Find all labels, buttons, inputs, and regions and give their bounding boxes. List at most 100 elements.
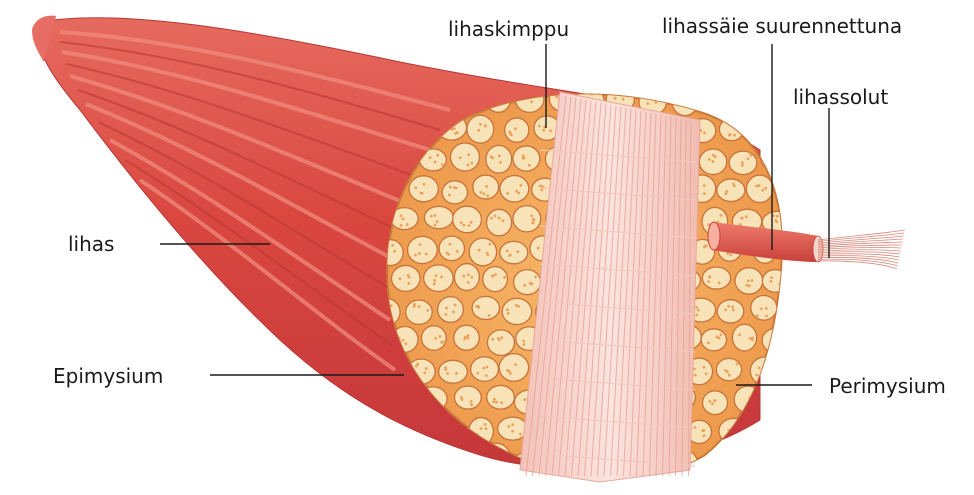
fascicle-cell: [486, 145, 512, 173]
fascicle-dot: [778, 153, 781, 156]
fascicle-dot: [471, 465, 474, 468]
fascicle-cell: [455, 386, 482, 409]
fascicle-cell: [409, 176, 438, 202]
fascicle-dot: [762, 424, 765, 427]
fascicle-dot: [746, 157, 749, 160]
fascicle-dot: [425, 252, 428, 255]
fascicle-cell: [765, 89, 791, 113]
fascicle-dot: [725, 190, 728, 193]
fascicle-cell: [391, 265, 420, 291]
fascicle-dot: [677, 93, 680, 96]
fascicle-dot: [433, 283, 436, 286]
fascicle-dot: [498, 217, 501, 220]
fascicle-dot: [733, 134, 736, 137]
fascicle-dot: [748, 284, 751, 287]
fascicle-dot: [422, 183, 425, 186]
fascicle-dot: [415, 365, 418, 368]
fascicle-dot: [702, 366, 705, 369]
fascicle-dot: [709, 93, 712, 96]
fascicle-dot: [549, 129, 552, 132]
fascicle-dot: [485, 374, 488, 377]
fascicle-dot: [511, 423, 514, 426]
myofibril-strand: [818, 250, 901, 251]
fascicle-dot: [731, 306, 734, 309]
fascicle-dot: [764, 187, 767, 190]
fascicle-dot: [484, 125, 487, 128]
fascicle-dot: [657, 96, 660, 99]
fascicle-dot: [523, 343, 526, 346]
fascicle-dot: [439, 463, 442, 466]
fascicle-dot: [502, 219, 505, 222]
fascicle-cell: [454, 325, 480, 350]
fascicle-dot: [462, 275, 465, 278]
fascicle-dot: [423, 371, 426, 374]
fascicle-dot: [490, 217, 493, 220]
fascicle-dot: [697, 309, 700, 312]
fascicle-cell: [426, 449, 450, 477]
fascicle-dot: [540, 188, 543, 191]
fascicle-cell: [450, 143, 479, 171]
fascicle-dot: [429, 156, 432, 159]
fascicle-dot: [436, 220, 439, 223]
fascicle-dot: [758, 134, 761, 137]
fascicle-dot: [751, 279, 754, 282]
fascicle-cell: [467, 115, 494, 143]
fascicle-dot: [495, 401, 498, 404]
fascicle-dot: [759, 426, 762, 429]
fascicle-dot: [523, 398, 526, 401]
fascicle-dot: [765, 314, 768, 317]
fascicle-dot: [434, 463, 437, 466]
fascicle-dot: [452, 311, 455, 314]
fascicle-dot: [462, 224, 465, 227]
fascicle-dot: [404, 342, 407, 345]
fascicle-dot: [749, 337, 752, 340]
fascicle-dot: [459, 156, 462, 159]
fascicle-dot: [718, 94, 721, 97]
fascicle-dot: [406, 457, 409, 460]
fascicle-dot: [439, 335, 442, 338]
fascicle-cell: [701, 329, 726, 351]
fascicle-cell: [762, 328, 792, 353]
fascicle-dot: [488, 243, 491, 246]
fascicle-dot: [742, 104, 745, 107]
fascicle-dot: [530, 214, 533, 217]
fascicle-dot: [707, 280, 710, 283]
fascicle-dot: [385, 428, 388, 431]
fascicle-dot: [407, 282, 410, 285]
fascicle-dot: [393, 250, 396, 253]
fascicle-dot: [717, 455, 720, 458]
label-perimysium: Perimysium: [829, 374, 946, 398]
fascicle-dot: [741, 161, 744, 164]
fascicle-dot: [694, 374, 697, 377]
fascicle-dot: [391, 244, 394, 247]
fascicle-dot: [467, 153, 470, 156]
label-lihassaie-suurennettuna: lihassäie suurennettuna: [662, 14, 902, 38]
fascicle-dot: [455, 372, 458, 375]
fascicle-dot: [507, 425, 510, 428]
fascicle-dot: [506, 308, 509, 311]
fascicle-dot: [729, 253, 732, 256]
fascicle-dot: [511, 430, 514, 433]
fascicle-dot: [486, 194, 489, 197]
fascicle-dot: [434, 224, 437, 227]
fascicle-dot: [485, 185, 488, 188]
fascicle-cell: [761, 446, 791, 471]
fascicle-dot: [506, 192, 509, 195]
fascicle-dot: [413, 303, 416, 306]
fascicle-dot: [705, 244, 708, 247]
myofibril-strand: [818, 248, 901, 250]
fascicle-dot: [539, 185, 542, 188]
fascicle-dot: [514, 363, 517, 366]
fascicle-dot: [456, 131, 459, 134]
fascicle-dot: [708, 400, 711, 403]
fascicle-cell: [439, 360, 468, 383]
fascicle-dot: [538, 125, 541, 128]
fascicle-dot: [494, 273, 497, 276]
fascicle-dot: [622, 98, 625, 101]
fascicle-dot: [470, 403, 473, 406]
fascicle-dot: [493, 463, 496, 466]
fascicle-dot: [425, 367, 428, 370]
fascicle-dot: [773, 165, 776, 168]
fascicle-dot: [713, 399, 716, 402]
fascicle-cell: [454, 264, 479, 291]
